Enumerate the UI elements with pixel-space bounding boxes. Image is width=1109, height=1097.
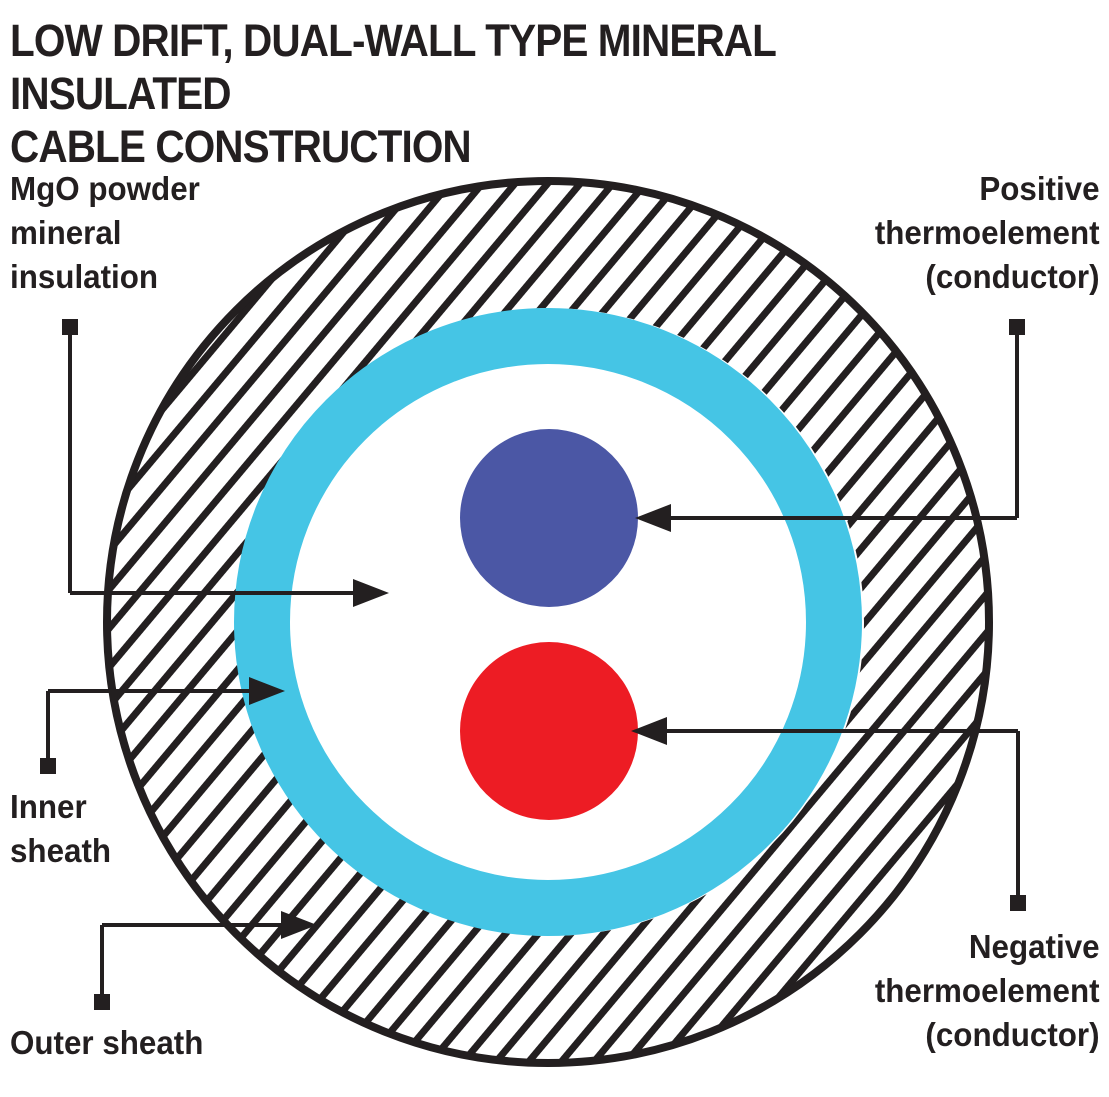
positive-leader — [635, 319, 1025, 532]
outer-sheath-leader — [94, 911, 317, 1010]
label-inner-sheath: Inner sheath — [10, 788, 112, 869]
inner-sheath-ring — [234, 308, 862, 936]
negative-arrowhead — [631, 717, 667, 745]
positive-arrowhead — [635, 504, 671, 532]
inner-sheath-leader — [40, 677, 285, 774]
mgo-arrowhead — [353, 579, 389, 607]
outer-sheath-circle — [103, 177, 993, 1067]
negative-leader — [631, 717, 1026, 911]
positive-conductor-circle — [460, 429, 638, 607]
mgo-leader — [62, 319, 389, 607]
figure-title: LOW DRIFT, DUAL-WALL TYPE MINERAL INSULA… — [10, 15, 776, 173]
inner-sheath-arrowhead — [249, 677, 285, 705]
label-positive-thermoelement: Positive thermoelement (conductor) — [875, 170, 1100, 295]
negative-conductor-circle — [460, 642, 638, 820]
label-negative-thermoelement: Negative thermoelement (conductor) — [875, 928, 1100, 1053]
outer-sheath-arrowhead — [281, 911, 317, 939]
label-mgo-insulation: MgO powder mineral insulation — [10, 170, 200, 295]
label-outer-sheath: Outer sheath — [10, 1024, 204, 1061]
